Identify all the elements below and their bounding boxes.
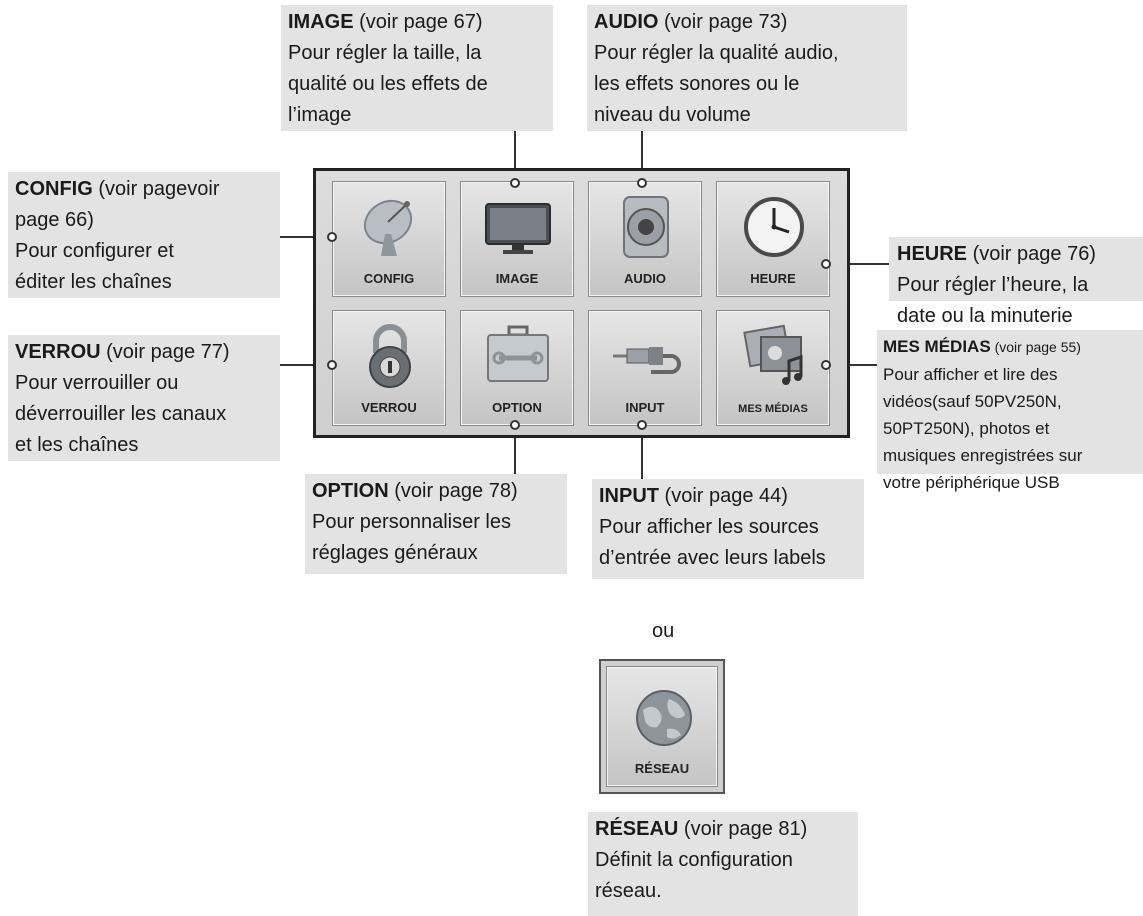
callout-ref: (voir page 73) — [658, 11, 788, 33]
reseau-callout: RÉSEAU (voir page 81) Définit la configu… — [588, 812, 858, 916]
padlock-icon — [369, 324, 411, 388]
callout-line: votre périphérique USB — [883, 473, 1060, 492]
connector-line — [280, 236, 332, 238]
callout-title: IMAGE — [288, 11, 354, 33]
connector-line — [641, 131, 643, 183]
audio-callout: AUDIO (voir page 73) Pour régler la qual… — [587, 5, 907, 131]
globe-icon — [636, 690, 692, 746]
tile-label: CONFIG — [363, 271, 415, 286]
callout-title: OPTION — [312, 480, 389, 502]
callout-line: Pour verrouiller ou — [15, 372, 179, 394]
connector-dot — [821, 360, 831, 370]
tile-image[interactable]: IMAGE — [460, 181, 574, 297]
connector-dot — [821, 259, 831, 269]
callout-line: Pour régler la qualité audio, — [594, 42, 839, 64]
heure-callout: HEURE (voir page 76) Pour régler l’heure… — [889, 237, 1143, 327]
callout-line: date ou la minuterie — [897, 305, 1073, 327]
mes-medias-callout: MES MÉDIAS (voir page 55) Pour afficher … — [877, 330, 1143, 492]
callout-ref: (voir page 67) — [353, 11, 483, 33]
tile-reseau[interactable]: RÉSEAU — [606, 666, 718, 787]
or-text: ou — [652, 620, 675, 642]
callout-ref: (voir page 78) — [388, 480, 518, 502]
connector-line — [514, 131, 516, 183]
speaker-icon — [623, 196, 669, 258]
tile-audio[interactable]: AUDIO — [588, 181, 702, 297]
callout-title: VERROU — [15, 341, 101, 363]
connector-line — [826, 263, 889, 265]
callout-line: Pour afficher et lire des — [883, 365, 1058, 384]
connector-dot — [510, 178, 520, 188]
tile-option[interactable]: OPTION — [460, 310, 574, 426]
callout-line: réglages généraux — [312, 542, 478, 564]
reseau-tile-frame: RÉSEAU — [599, 659, 725, 794]
callout-line: l’image — [288, 104, 352, 126]
connector-line — [641, 425, 643, 479]
callout-line: Définit la configuration — [595, 849, 793, 871]
home-menu-panel: CONFIG IMAGE AUDIO HEURE — [313, 168, 850, 438]
callout-line: vidéos(sauf 50PV250N, — [883, 392, 1062, 411]
callout-line: réseau. — [595, 880, 662, 902]
callout-line: 50PT250N), photos et — [883, 419, 1050, 438]
input-callout: INPUT (voir page 44) Pour afficher les s… — [592, 479, 864, 579]
tile-mes-medias[interactable]: MES MÉDIAS — [716, 310, 830, 426]
toolbox-icon — [487, 325, 549, 382]
callout-title: INPUT — [599, 485, 659, 507]
callout-line: niveau du volume — [594, 104, 751, 126]
callout-line: Pour afficher les sources — [599, 516, 819, 538]
image-callout: IMAGE (voir page 67) Pour régler la tail… — [281, 5, 553, 131]
callout-line: qualité ou les effets de — [288, 73, 488, 95]
callout-ref: (voir page 81) — [678, 818, 808, 840]
connector-dot — [327, 232, 337, 242]
tile-label: IMAGE — [495, 271, 539, 286]
satellite-dish-icon — [363, 199, 413, 256]
cable-plug-icon — [613, 347, 681, 374]
option-callout: OPTION (voir page 78) Pour personnaliser… — [305, 474, 567, 574]
callout-ref: (voir page 55) — [990, 339, 1081, 355]
callout-line: musiques enregistrées sur — [883, 446, 1083, 465]
connector-dot — [637, 178, 647, 188]
media-icon — [743, 324, 803, 385]
callout-line: page 66) — [15, 209, 94, 231]
connector-line — [280, 364, 332, 366]
callout-title: HEURE — [897, 243, 968, 265]
callout-ref: (voir page 77) — [100, 341, 230, 363]
tile-heure[interactable]: HEURE — [716, 181, 830, 297]
tile-verrou[interactable]: VERROU — [332, 310, 446, 426]
connector-dot — [510, 420, 520, 430]
verrou-callout: VERROU (voir page 77) Pour verrouiller o… — [8, 335, 280, 461]
tile-label: RÉSEAU — [634, 761, 690, 776]
callout-ref: (voir pagevoir — [92, 178, 220, 200]
tv-monitor-icon — [485, 203, 551, 254]
tile-label: AUDIO — [624, 271, 666, 286]
callout-line: Pour régler l’heure, la — [897, 274, 1089, 296]
callout-line: et les chaînes — [15, 434, 139, 456]
callout-ref: (voir page 44) — [659, 485, 788, 507]
connector-line — [826, 364, 877, 366]
tile-label: INPUT — [625, 400, 665, 415]
clock-icon — [744, 197, 804, 257]
tile-input[interactable]: INPUT — [588, 310, 702, 426]
connector-dot — [637, 420, 647, 430]
callout-line: d’entrée avec leurs labels — [599, 547, 826, 569]
tile-label: VERROU — [361, 400, 417, 415]
connector-line — [514, 425, 516, 474]
callout-title: MES MÉDIAS — [883, 337, 991, 356]
callout-ref: (voir page 76) — [967, 243, 1096, 265]
callout-title: AUDIO — [594, 11, 659, 33]
tile-label: MES MÉDIAS — [738, 403, 808, 415]
connector-dot — [327, 360, 337, 370]
callout-title: RÉSEAU — [595, 818, 679, 840]
callout-line: Pour personnaliser les — [312, 511, 511, 533]
tile-label: OPTION — [492, 400, 542, 415]
callout-title: CONFIG — [15, 178, 93, 200]
callout-line: les effets sonores ou le — [594, 73, 800, 95]
callout-line: Pour régler la taille, la — [288, 42, 482, 64]
config-callout: CONFIG (voir pagevoir page 66) Pour conf… — [8, 172, 280, 298]
callout-line: éditer les chaînes — [15, 271, 172, 293]
callout-line: Pour configurer et — [15, 240, 174, 262]
callout-line: déverrouiller les canaux — [15, 403, 227, 425]
tile-config[interactable]: CONFIG — [332, 181, 446, 297]
tile-label: HEURE — [750, 271, 796, 286]
